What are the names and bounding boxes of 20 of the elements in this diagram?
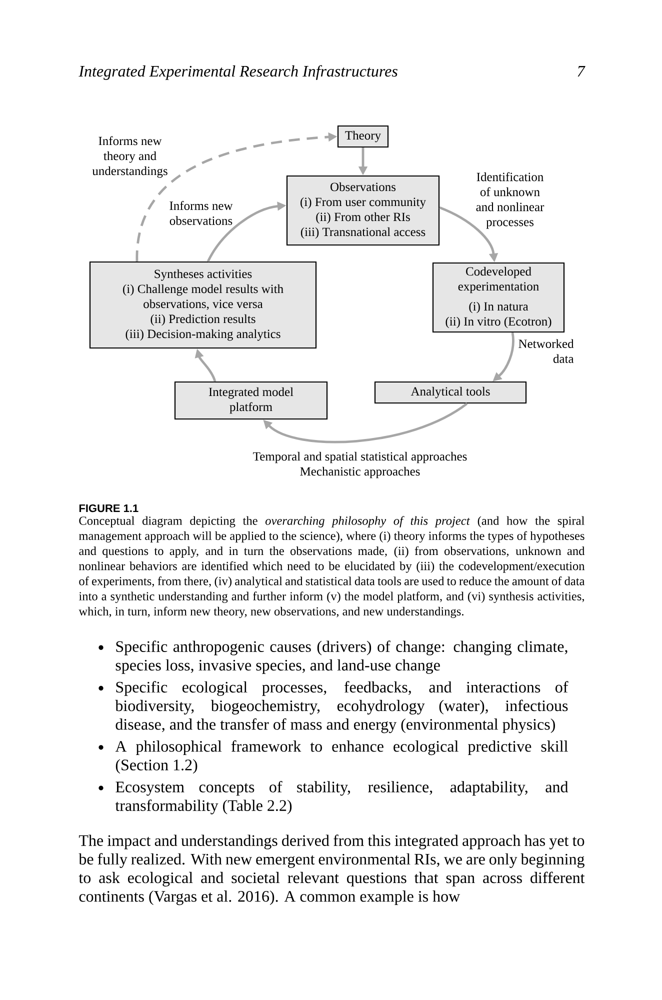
edge-label: Networked data [518, 339, 574, 363]
figure-caption: Conceptual diagram depicting the overarching philosophy of this project (and how the spiral management approach will be applied to the science), where (i) theory informs the types of hypotheses and questions to apply, and in turn the observations made, (ii) from observations, unknown and nonlinear behaviors are identified which need to be elucidated by (iii) the codevelopment/execution of experiments, from there, (iv) analytical and statistical data tools are used to reduce the amount of data into a synthetic understanding and further inform (v) the model platform, and (vi) synthesis activities, which, in turn, inform new theory, new observations, and new understandings. [78, 516, 585, 618]
process-box: Integrated model platform [174, 381, 328, 420]
bullet-text: Specific ecological processes, feedbacks, and interactions of biodiversity, biogeochemistry, ecohydrology (water), infectious disease, and the transfer of mass and energy (environmental physics) [115, 681, 568, 734]
edge-label: Identification of unknown and nonlinear processes [476, 172, 544, 229]
bullet-text: Specific anthropogenic causes (drivers) of change: changing climate, species loss, invasive species, and land-use change [116, 640, 568, 674]
running-header: Integrated Experimental Research Infrastructures [78, 65, 398, 80]
bullet-text: A philosophical framework to enhance ecological predictive skill (Section 1.2) [115, 740, 568, 774]
edge-label: Temporal and spatial statistical approaches Mechanistic approaches [253, 452, 467, 478]
bullet-text: Ecosystem concepts of stability, resilience, adaptability, and transformability (Table 2.2) [115, 780, 568, 814]
process-box: Codeveloped experimentation (i) In natura (ii) In vitro (Ecotron) [432, 262, 565, 333]
page-number: 7 [578, 66, 586, 76]
process-box: Analytical tools [374, 381, 527, 404]
edge-label: Informs new observations [170, 201, 233, 225]
process-box: Syntheses activities (i) Challenge model results with observations, vice versa (ii) Prediction results (iii) Decision-making analytics [89, 261, 317, 349]
body-paragraph: The impact and understandings derived from this integrated approach has yet to be fully realized. With new emergent environmental RIs, we are only beginning to ask ecological and societal relevant questions that span across different continents (Vargas et al. 2016). A common example is how [78, 834, 585, 906]
edge-label: Informs new theory and understandings [92, 136, 168, 178]
figure-number: FIGURE 1.1 [79, 504, 138, 512]
process-box: Theory [337, 125, 389, 148]
process-box: Observations (i) From user community (ii) From other RIs (iii) Transnational access [286, 175, 440, 246]
